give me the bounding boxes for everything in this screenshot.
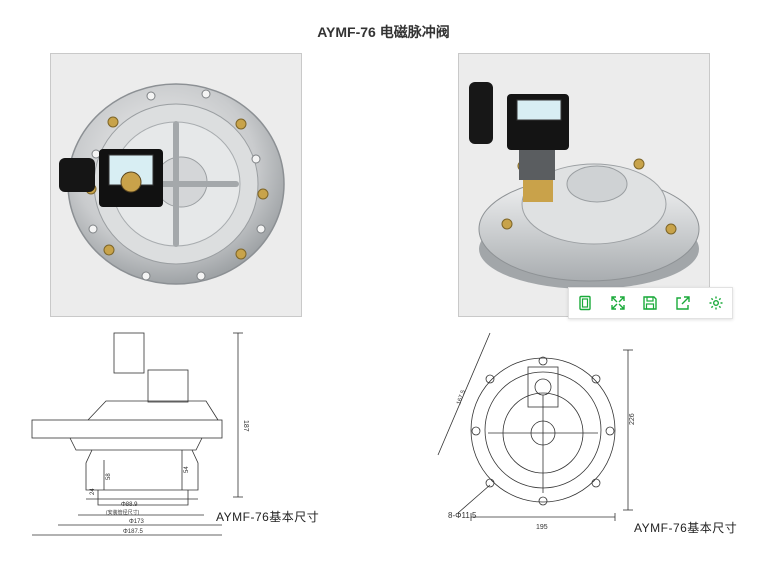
dim-226: 226 bbox=[629, 413, 636, 425]
save-icon[interactable] bbox=[637, 290, 663, 316]
drawing1-caption: AYMF-76基本尺寸 bbox=[216, 510, 320, 524]
dim-167-5: 167.5 bbox=[456, 389, 467, 406]
dim-54: 54 bbox=[184, 466, 190, 473]
valve-top-view-photo bbox=[50, 53, 302, 317]
dim-pipe: Φ88.9 bbox=[121, 502, 138, 508]
dim-holes: 8-Φ11.5 bbox=[448, 511, 477, 520]
image-toolbar bbox=[568, 287, 733, 319]
dim-24: 24 bbox=[90, 488, 96, 495]
dim-173: Φ173 bbox=[129, 519, 144, 525]
side-elevation-drawing: 187 58 54 24 Φ88.9 (安装管径尺寸) Φ173 Φ187.5 bbox=[28, 325, 328, 540]
valve-perspective-photo bbox=[458, 53, 710, 317]
drawing2-caption: AYMF-76基本尺寸 bbox=[634, 521, 738, 535]
dim-187: Φ187.5 bbox=[123, 529, 143, 535]
settings-icon[interactable] bbox=[703, 290, 729, 316]
dim-height: 187 bbox=[242, 420, 249, 432]
expand-icon[interactable] bbox=[605, 290, 631, 316]
dim-pipe-note: (安装管径尺寸) bbox=[106, 509, 140, 516]
dim-195: 195 bbox=[536, 524, 548, 531]
dim-58: 58 bbox=[106, 473, 112, 480]
document-icon[interactable] bbox=[572, 290, 598, 316]
share-icon[interactable] bbox=[670, 290, 696, 316]
page-title: AYMF-76 电磁脉冲阀 bbox=[317, 24, 450, 40]
top-plan-drawing: 226 167.5 8-Φ11.5 195 bbox=[428, 325, 713, 540]
